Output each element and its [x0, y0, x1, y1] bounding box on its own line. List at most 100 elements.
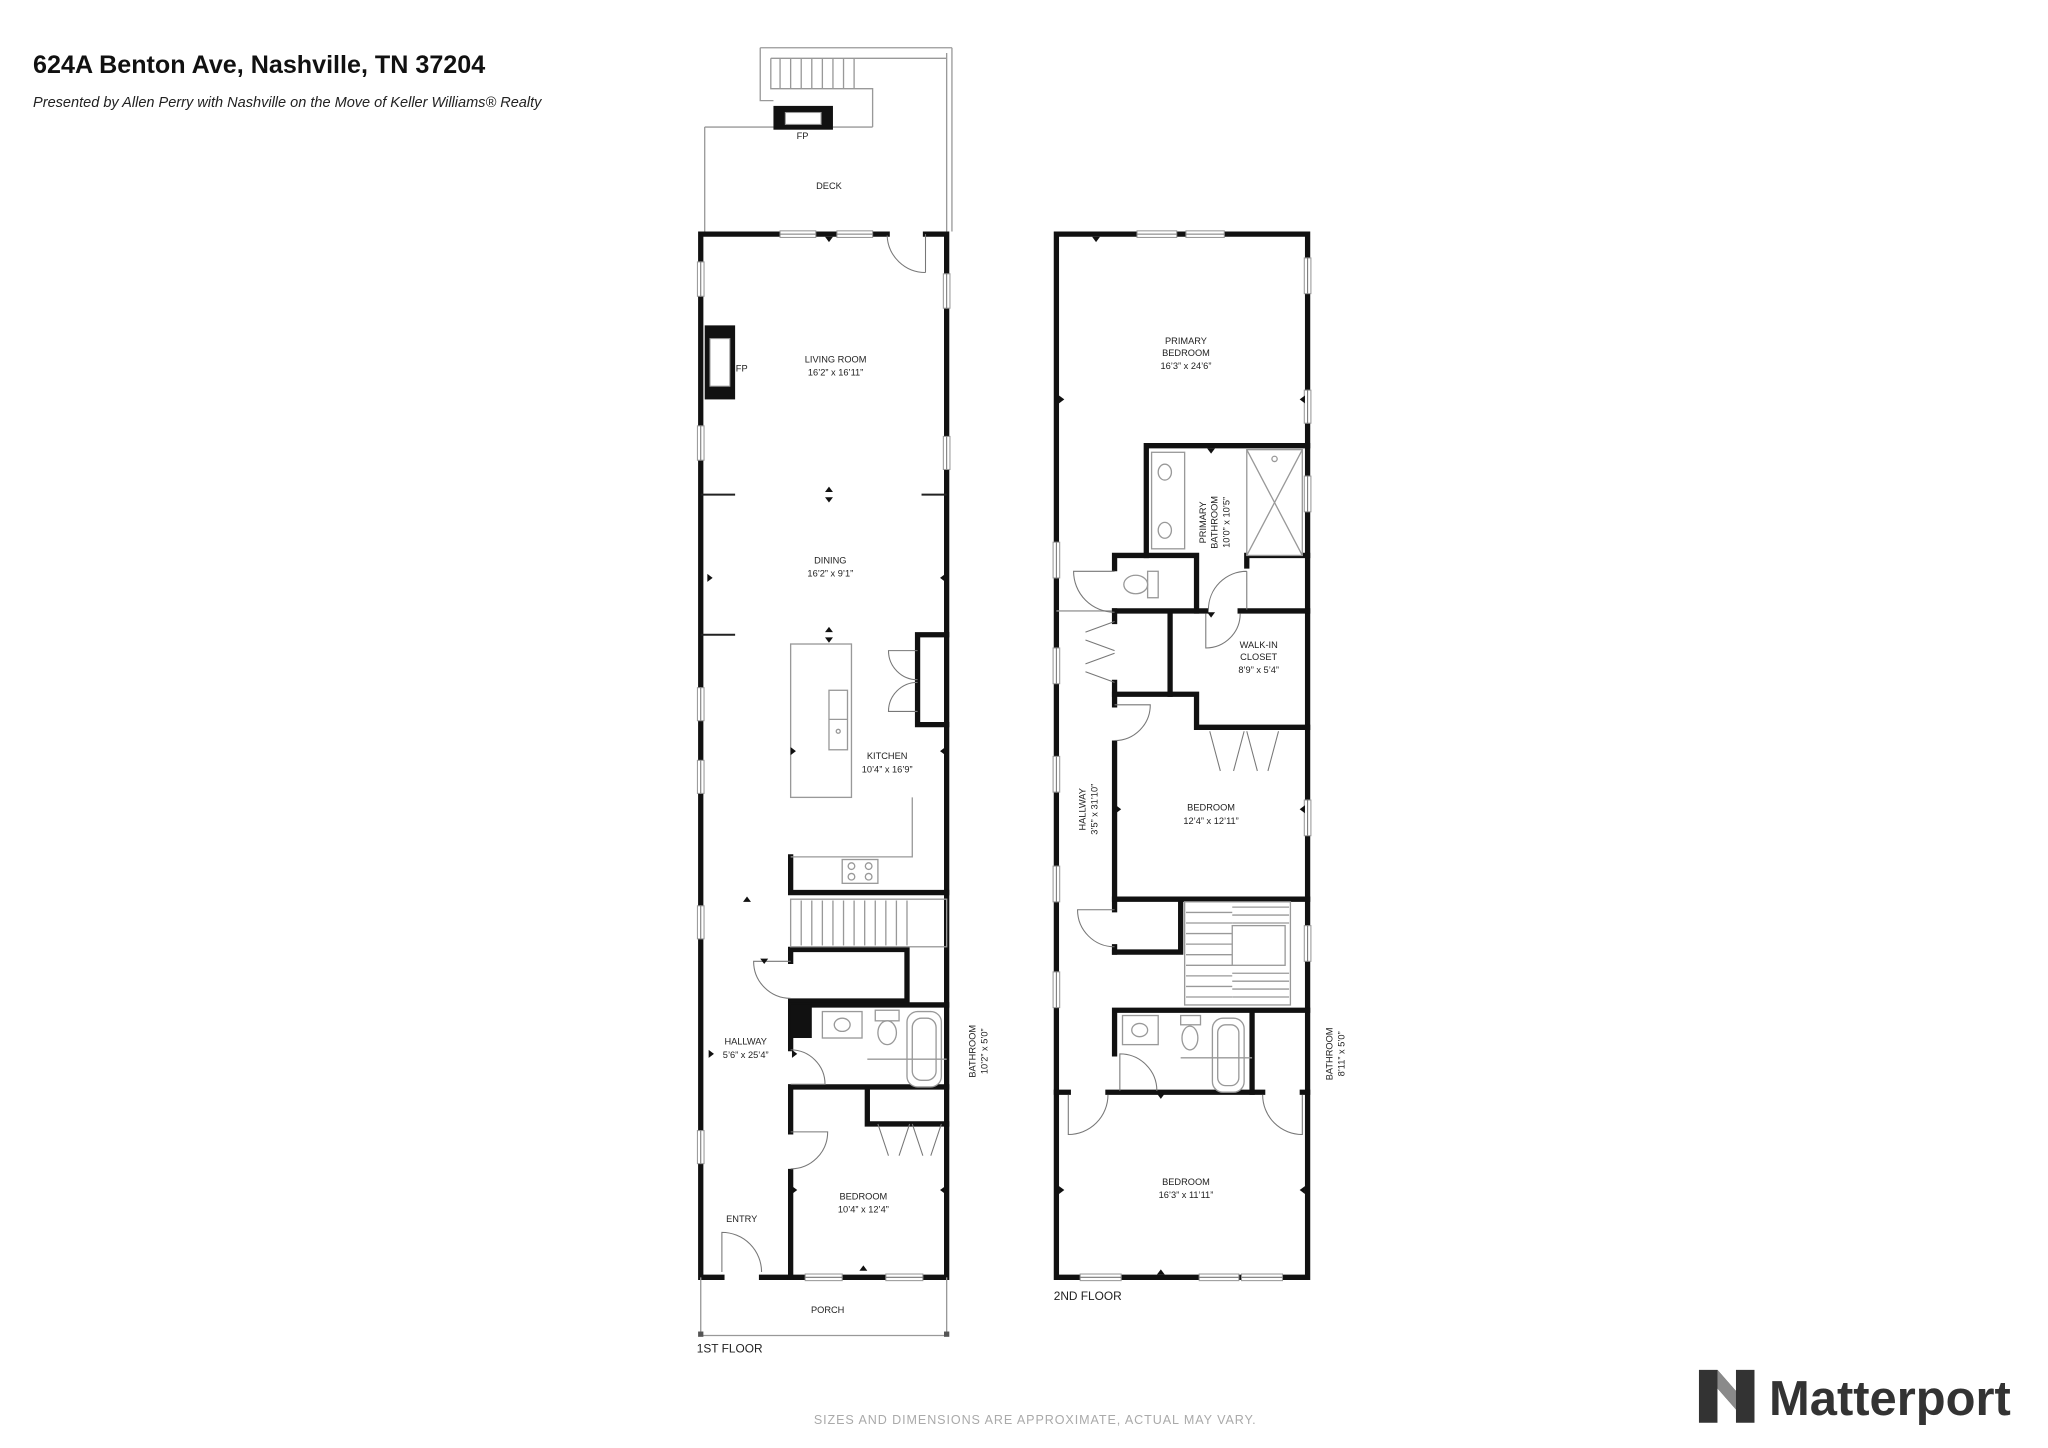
toilet-tank — [1180, 1014, 1202, 1026]
bedroom-dimensions: 16’3” x 11’11” — [1159, 1190, 1214, 1200]
bathtub-basin — [1217, 1024, 1240, 1087]
linen-closet-bifold-door — [1085, 621, 1115, 683]
porch-post — [698, 1331, 704, 1337]
second-floor-walls — [1053, 231, 1311, 1280]
first-floor-stair-treads — [800, 900, 908, 946]
entry-door — [721, 1231, 763, 1273]
walk-in-closet-dimensions: 8’9” x 5’4” — [1238, 665, 1279, 675]
toilet-tank — [874, 1009, 900, 1022]
bathtub-basin — [911, 1017, 937, 1081]
under-stairs-closet-wall — [787, 946, 910, 1004]
walk-in-closet-label: CLOSET — [1240, 652, 1277, 662]
second-floor-stair-treads — [1185, 906, 1290, 998]
vanity-sink — [1157, 521, 1173, 539]
shower-floor — [1246, 449, 1303, 556]
porch-label: PORCH — [811, 1305, 844, 1315]
stove-burner-icon — [864, 862, 873, 871]
matterport-logo-icon — [1698, 1369, 1755, 1423]
view-marker — [825, 497, 833, 503]
deck-fireplace-hearth — [784, 111, 822, 125]
toilet-bowl — [1123, 574, 1149, 595]
primary-bathroom-dimensions: 10’0” x 10’5” — [1222, 497, 1232, 548]
bedroom-closet-door — [1262, 1094, 1303, 1136]
toilet-bowl — [1181, 1025, 1199, 1051]
living-room-label: LIVING ROOM — [805, 354, 867, 364]
bathroom-dimensions: 8’11” x 5’0” — [1337, 1031, 1347, 1076]
stove-burner-icon — [847, 862, 856, 871]
porch-outline — [700, 1277, 948, 1337]
first-floor-stairs — [789, 898, 948, 948]
view-marker — [707, 573, 713, 582]
bath-storage-wall — [1244, 552, 1311, 569]
bathroom-wall — [1111, 1007, 1311, 1095]
primary-bedroom-dimensions: 16’3” x 24’6” — [1161, 361, 1212, 371]
kitchen-label: KITCHEN — [867, 751, 908, 761]
view-marker — [1156, 1093, 1165, 1099]
deck-stairs — [779, 58, 855, 89]
porch-post — [944, 1331, 950, 1337]
stove-burner-icon — [847, 872, 856, 881]
view-marker — [791, 1049, 798, 1058]
primary-bedroom-label: BEDROOM — [1162, 348, 1210, 358]
deck: FP DECK — [704, 47, 953, 232]
kitchen-dimensions: 10’4” x 16’9” — [862, 764, 913, 774]
living-room-fireplace-hearth — [709, 338, 731, 387]
first-floor-doors — [721, 234, 942, 1273]
toilet-tank — [1146, 570, 1159, 599]
walk-in-closet-door — [1205, 613, 1241, 649]
primary-bedroom-label: PRIMARY — [1165, 336, 1207, 346]
bedroom-closet-bifold-door — [1209, 731, 1280, 772]
walk-in-closet-label: WALK-IN — [1240, 640, 1278, 650]
bedroom-closet-bifold-door — [877, 1123, 942, 1156]
primary-bathroom-fixtures — [1123, 448, 1303, 599]
hall-closet-door — [1077, 909, 1115, 948]
deck-outline — [704, 47, 953, 232]
primary-bathroom-label: PRIMARY — [1198, 501, 1208, 543]
kitchen-counter — [790, 797, 913, 858]
view-marker — [708, 1049, 714, 1058]
view-marker — [1299, 805, 1305, 814]
view-marker — [940, 747, 946, 756]
hallway-dimensions: 3’5” x 31’10” — [1089, 784, 1099, 835]
stair-landing — [1231, 924, 1286, 966]
bedroom-door — [790, 1131, 829, 1170]
bedroom-door — [1067, 1094, 1109, 1136]
bathroom-dimensions: 10’2” x 5’0” — [980, 1028, 990, 1074]
hallway-dimensions: 5’6” x 25’4” — [723, 1050, 769, 1060]
toilet-room-door — [1073, 570, 1115, 613]
deck-fireplace-label: FP — [797, 131, 809, 141]
walk-in-closet-wall — [1111, 608, 1311, 697]
second-floor-stairs — [1183, 901, 1292, 1006]
primary-bathroom-wall — [1143, 443, 1311, 559]
bedroom-dimensions: 10’4” x 12’4” — [838, 1205, 889, 1215]
brand-name: Matterport — [1769, 1372, 2011, 1426]
view-marker — [1156, 1269, 1165, 1275]
stair-wall — [1111, 896, 1311, 955]
toilet-room-wall — [1111, 552, 1200, 614]
first-floor-plan: FP DECK — [697, 47, 990, 1356]
toilet-bowl — [877, 1020, 898, 1046]
view-marker — [791, 1186, 798, 1195]
bathroom-door — [1119, 1053, 1158, 1091]
bedroom-label: BEDROOM — [1187, 803, 1235, 813]
hallway-label: HALLWAY — [724, 1037, 767, 1047]
logo-fold — [1717, 1369, 1736, 1410]
bedroom-label: BEDROOM — [1162, 1177, 1210, 1187]
primary-bathroom-door — [1207, 570, 1248, 610]
bedroom-label: BEDROOM — [839, 1191, 887, 1201]
view-marker — [1207, 612, 1216, 618]
view-marker — [1059, 1186, 1065, 1195]
view-marker — [1092, 236, 1101, 243]
bathroom-chase — [790, 1004, 812, 1039]
pantry-double-door — [887, 650, 918, 712]
view-marker — [859, 1265, 868, 1271]
view-marker — [940, 573, 946, 582]
view-marker — [743, 896, 751, 902]
view-marker — [1299, 1186, 1305, 1195]
dining-dimensions: 16’2” x 9’1” — [807, 569, 853, 579]
exterior-wall — [1053, 231, 1311, 1280]
kitchen-stove — [841, 858, 879, 884]
view-marker — [825, 637, 833, 643]
bathroom-label: BATHROOM — [1325, 1027, 1335, 1080]
bathroom-label: BATHROOM — [968, 1025, 978, 1078]
